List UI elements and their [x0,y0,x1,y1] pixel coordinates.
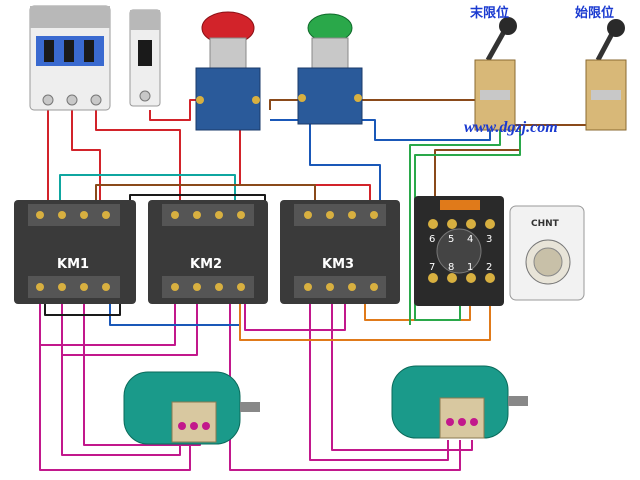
breaker-3pole-screw-2 [66,94,78,106]
limit-switch-end [474,17,517,131]
relay-terminal-6: 6 [429,234,435,245]
contactor-km2-bottom-terminals [162,276,254,298]
breaker-3pole-toggle-2[interactable] [64,40,74,62]
push-button-red [195,11,261,131]
wire-magenta-9 [244,300,346,331]
start-limit-label: 始限位 [575,5,614,21]
wire-brown-1 [95,184,316,205]
watermark-text: www.dgzj.com [464,119,558,136]
limit-switch-end-roller[interactable] [499,17,517,35]
breaker-3pole-screw-1 [42,94,54,106]
wire-teal-1 [59,174,236,205]
motor-1 [123,371,260,445]
motor-1-shaft [240,402,260,412]
contactor-km3-bottom-terminals [294,276,386,298]
motor-1-terminal-box [171,401,217,443]
breaker-3pole-toggle-3[interactable] [84,40,94,62]
motor-2-shaft [508,396,528,406]
time-relay [509,205,585,301]
contactor-km2 [148,200,268,304]
motor-2 [391,365,528,439]
contactor-km3-top-terminals [294,204,386,226]
relay-terminal-5: 5 [448,234,454,245]
relay-terminal-4: 4 [467,234,473,245]
timer-brand-label: CHNT [531,219,560,229]
breaker-1pole-screw [139,90,151,102]
wire-black-2 [44,300,121,316]
wire-red-2 [71,110,101,205]
breaker-3pole [29,5,111,111]
km3-label: KM3 [322,257,354,272]
green-button-terminal-1 [298,94,306,102]
relay-socket [414,196,504,306]
relay-terminal-8: 8 [448,262,454,273]
breaker-3pole-top [30,6,110,28]
relay-terminal-2: 2 [486,262,492,273]
red-button-collar [209,37,247,69]
relay-socket-center [436,228,482,274]
green-button-collar [311,37,349,69]
wire-magenta-1 [39,300,191,471]
green-button-terminal-2 [354,94,362,102]
contactor-km3 [280,200,400,304]
contactor-km2-top-terminals [162,204,254,226]
relay-terminal-7: 7 [429,262,435,273]
contactor-km1-top-terminals [28,204,120,226]
contactor-km1 [14,200,136,304]
red-button-block [195,67,261,131]
time-relay-knob[interactable] [533,247,563,277]
breaker-1pole-toggle[interactable] [138,40,152,66]
wire-red-3 [95,110,181,205]
wire-magenta-2 [61,300,181,456]
breaker-3pole-screw-3 [90,94,102,106]
green-button-block [297,67,363,125]
wire-magenta-8 [331,300,473,451]
limit-switch-start [585,19,627,131]
breaker-3pole-toggle-1[interactable] [44,40,54,62]
red-button-terminal-1 [196,96,204,104]
limit-switch-end-terminals [480,90,510,100]
wire-green-2 [409,130,501,325]
breaker-1pole [129,9,161,107]
wire-brown-3 [434,125,521,200]
limit-switch-start-roller[interactable] [607,19,625,37]
wire-magenta-5 [62,300,198,356]
end-limit-label: 末限位 [469,5,509,21]
red-button-terminal-2 [252,96,260,104]
wire-blue-1 [309,110,381,205]
wire-orange-1 [239,300,491,341]
km2-label: KM2 [190,257,222,272]
contactor-km1-bottom-terminals [28,276,120,298]
relay-terminal-3: 3 [486,234,492,245]
breaker-1pole-top [130,10,160,30]
wire-red-4 [149,99,200,121]
push-button-green [297,13,363,125]
relay-socket-latch [440,200,480,210]
relay-terminal-1: 1 [467,262,473,273]
km1-label: KM1 [57,257,89,272]
limit-switch-start-terminals [591,90,621,100]
wire-magenta-4 [40,300,176,346]
